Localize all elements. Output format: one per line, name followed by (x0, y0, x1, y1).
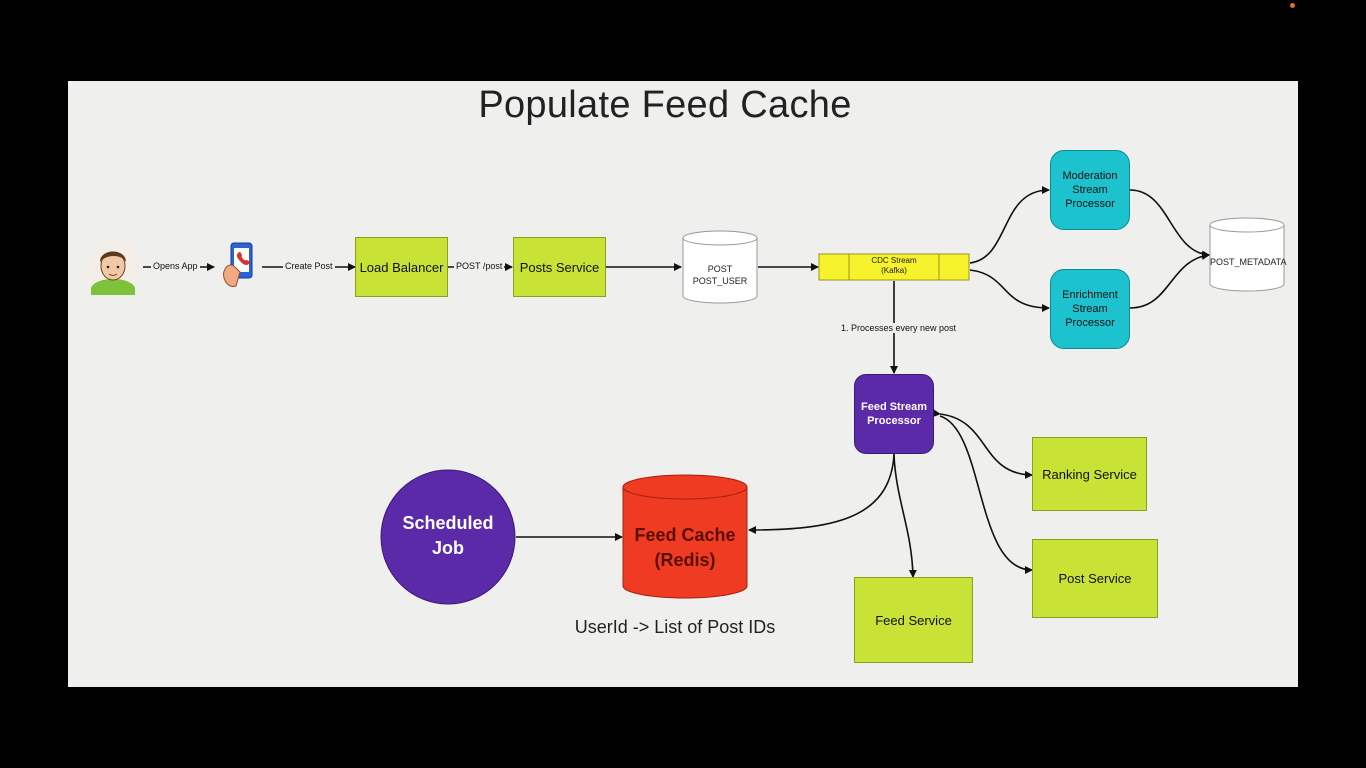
feed-stream-processor-node[interactable]: Feed Stream Processor (854, 374, 934, 454)
post-service-node[interactable]: Post Service (1032, 539, 1158, 618)
edge-feed-processor-feed-service (889, 447, 917, 578)
fsp-line1: Feed Stream (860, 401, 928, 413)
smartphone-icon (223, 242, 253, 287)
moderation-line3: Processor (1065, 198, 1115, 210)
scheduled-job-line2: Job (431, 538, 464, 558)
feed-cache-label[interactable]: Feed Cache (Redis) (623, 523, 747, 573)
diagram-title: Populate Feed Cache (478, 84, 852, 126)
feed-cache-caption: UserId -> List of Post IDs (574, 617, 776, 637)
feed-service-node[interactable]: Feed Service (854, 577, 973, 663)
edge-label-post-post: POST /post (454, 261, 505, 271)
enrichment-line3: Processor (1065, 317, 1115, 329)
scheduled-job-line1: Scheduled (402, 513, 494, 533)
scheduled-job-circle (380, 469, 516, 605)
post-metadata-label: POST_METADATA (1210, 257, 1287, 267)
cdc-stream-line1: CDC Stream (871, 256, 917, 265)
edge-label-create-post: Create Post (283, 261, 335, 271)
feed-cache-cylinder (622, 474, 748, 599)
edge-moderation-to-metadata (1129, 189, 1210, 259)
post-service-label: Post Service (1058, 571, 1132, 586)
edge-label-processes: 1. Processes every new post (839, 323, 959, 333)
enrichment-line1: Enrichment (1062, 289, 1118, 301)
post-db-line1: POST (707, 264, 733, 274)
user-avatar-icon (85, 239, 141, 295)
moderation-processor-node[interactable]: Moderation Stream Processor (1050, 150, 1130, 230)
load-balancer-label: Load Balancer (359, 259, 444, 275)
moderation-line1: Moderation (1062, 170, 1118, 182)
ranking-service-label: Ranking Service (1042, 466, 1137, 482)
scheduled-job-label[interactable]: Scheduled Job (381, 511, 515, 561)
cdc-stream-label: CDC Stream (Kafka) (849, 256, 939, 276)
cdc-stream-line2: (Kafka) (881, 266, 907, 275)
load-balancer-node[interactable]: Load Balancer (355, 237, 448, 297)
feed-cache-line2: (Redis) (654, 550, 716, 570)
feed-cache-line1: Feed Cache (634, 525, 736, 545)
post-db-cylinder (682, 230, 758, 304)
enrichment-line2: Stream (1072, 303, 1108, 315)
edge-feed-processor-ranking (932, 409, 1033, 479)
post-metadata-cylinder (1209, 217, 1285, 292)
edge-feed-processor-post-service (939, 415, 1033, 574)
edge-enrichment-to-metadata (1129, 251, 1210, 309)
enrichment-processor-node[interactable]: Enrichment Stream Processor (1050, 269, 1130, 349)
fsp-line2: Processor (867, 415, 921, 427)
edge-label-opens-app: Opens App (151, 261, 200, 271)
post-db-label: POST POST_USER (683, 263, 757, 287)
post-db-line2: POST_USER (692, 276, 748, 286)
feed-service-label: Feed Service (875, 612, 952, 628)
status-dot (1290, 3, 1295, 8)
cdc-stream-bar (818, 253, 970, 281)
moderation-line2: Stream (1072, 184, 1108, 196)
posts-service-node[interactable]: Posts Service (513, 237, 606, 297)
edge-cdc-to-moderation (969, 186, 1050, 264)
edge-feed-processor-cache (748, 447, 899, 534)
edge-cdc-to-enrichment (969, 269, 1050, 312)
posts-service-label: Posts Service (519, 259, 600, 275)
ranking-service-node[interactable]: Ranking Service (1032, 437, 1147, 511)
